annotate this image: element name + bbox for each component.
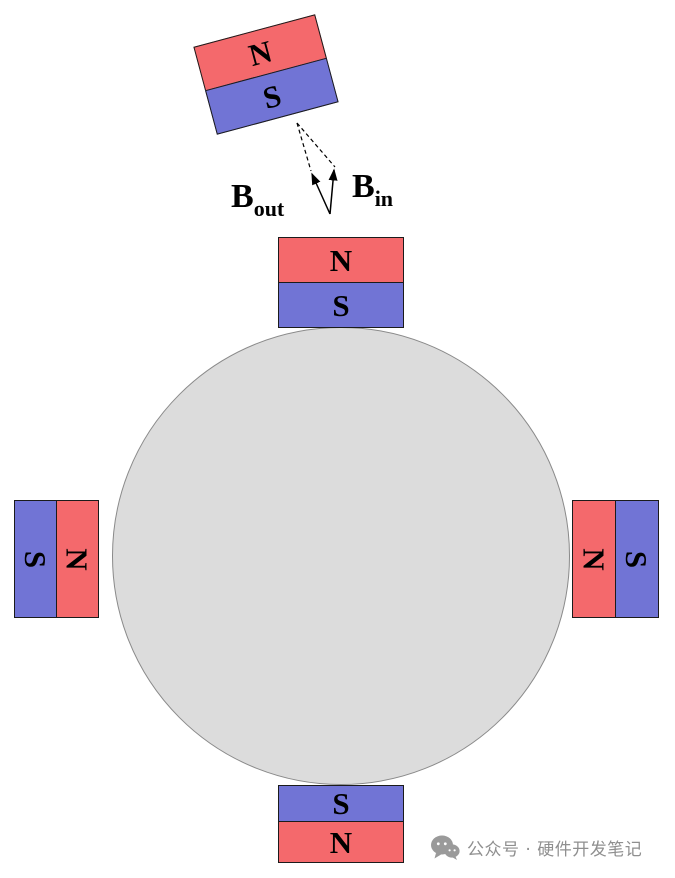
pole-label-s: S	[332, 287, 350, 323]
left-magnet-south-pole: S	[14, 500, 57, 618]
pole-label-s: S	[18, 550, 53, 568]
right-magnet-south-pole: S	[615, 500, 659, 618]
pole-label-n: N	[329, 824, 353, 860]
b-out-label: Bout	[231, 178, 284, 222]
pole-label-n: N	[244, 32, 276, 73]
watermark: 公众号 · 硬件开发笔记	[430, 832, 642, 862]
pole-label-n: N	[576, 547, 612, 571]
rotor-circle	[112, 327, 570, 785]
b-out-subscript: out	[253, 196, 285, 221]
left-magnet: S N	[14, 500, 99, 618]
left-magnet-north-pole: N	[56, 500, 99, 618]
b-in-label: Bin	[352, 168, 393, 212]
pole-label-s: S	[332, 786, 350, 821]
bottom-magnet-north-pole: N	[278, 821, 404, 863]
b-out-arrow	[311, 172, 331, 215]
top-magnet-north-pole: N	[278, 237, 404, 283]
dashed-guide-line-right	[296, 122, 336, 168]
pole-label-n: N	[329, 242, 353, 278]
watermark-text: 公众号 · 硬件开发笔记	[467, 839, 643, 860]
bottom-magnet-south-pole: S	[278, 785, 404, 822]
right-magnet: N S	[572, 500, 659, 618]
bottom-magnet: S N	[278, 785, 404, 863]
b-in-subscript: in	[374, 186, 394, 211]
right-magnet-north-pole: N	[572, 500, 616, 618]
b-in-arrow	[328, 168, 338, 215]
b-out-symbol: B	[231, 178, 254, 215]
pole-label-s: S	[258, 77, 285, 116]
top-magnet: N S	[278, 237, 404, 328]
top-magnet-south-pole: S	[278, 282, 404, 328]
b-in-symbol: B	[352, 168, 375, 205]
pole-label-s: S	[619, 550, 655, 568]
wechat-icon	[431, 835, 460, 860]
pole-label-n: N	[59, 547, 95, 571]
tilted-magnet: N S	[193, 14, 339, 135]
dashed-guide-line-left	[296, 122, 312, 172]
